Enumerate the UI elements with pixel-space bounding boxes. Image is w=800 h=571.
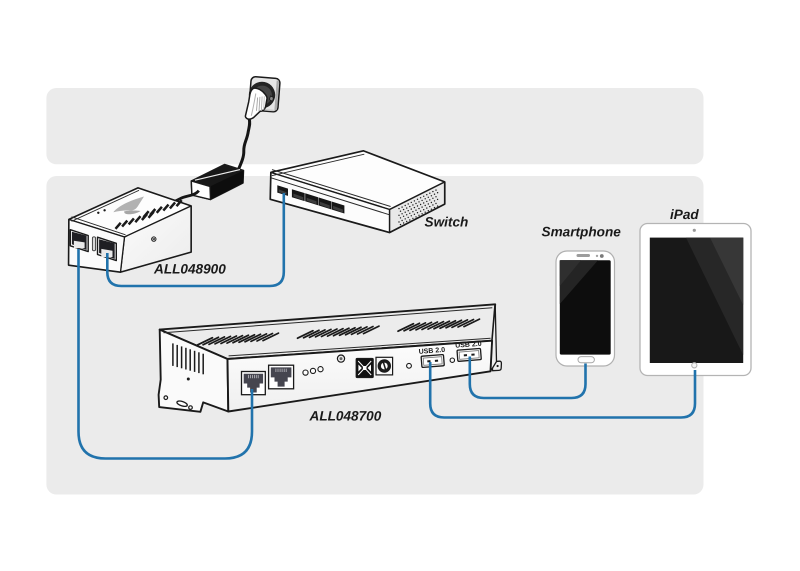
svg-text:USB 2.0: USB 2.0 [455,341,482,350]
svg-text:ALL048700: ALL048700 [308,408,381,423]
svg-text:USB 2.0: USB 2.0 [418,347,445,356]
svg-text:ALL048900: ALL048900 [153,261,226,276]
svg-text:iPad: iPad [670,207,699,222]
svg-text:Smartphone: Smartphone [541,224,621,239]
svg-text:Switch: Switch [424,215,468,230]
